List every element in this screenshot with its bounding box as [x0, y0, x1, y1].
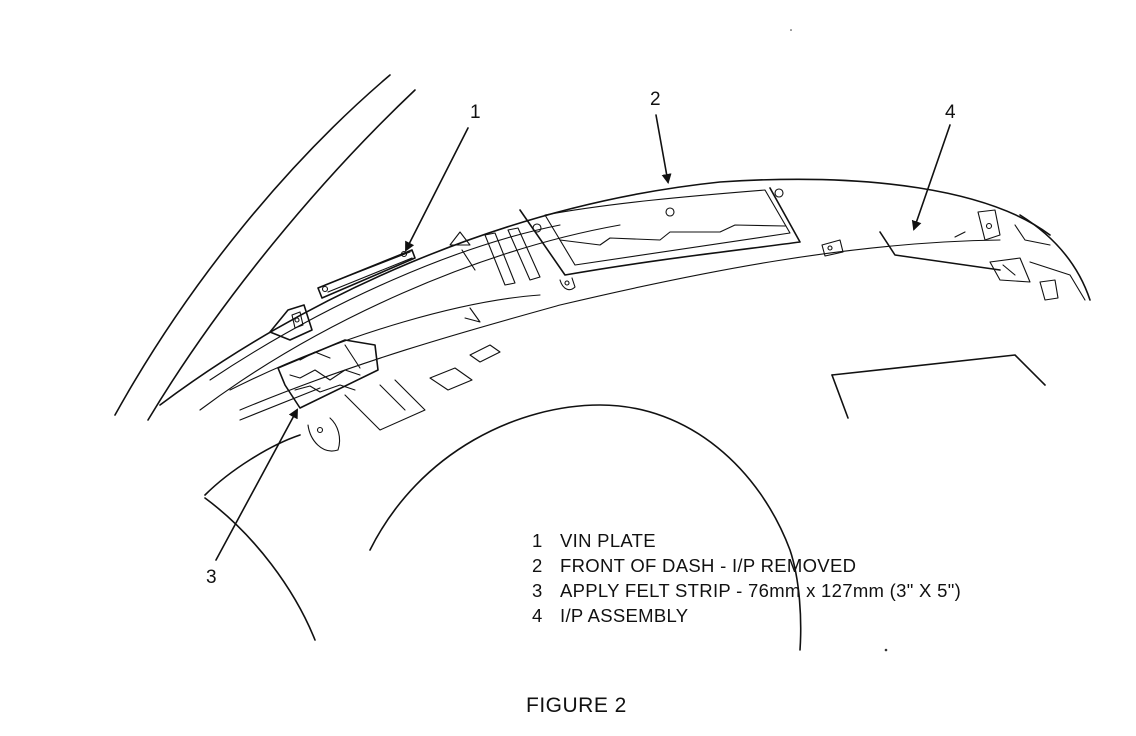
legend-item: 4 I/P ASSEMBLY: [532, 603, 961, 628]
legend-number: 3: [532, 580, 543, 601]
legend-text: VIN PLATE: [560, 530, 656, 551]
callout-4: 4: [945, 102, 956, 123]
legend-text: APPLY FELT STRIP - 76mm x 127mm (3" X 5"…: [560, 580, 962, 601]
legend-number: 1: [532, 530, 543, 551]
legend-text: FRONT OF DASH - I/P REMOVED: [560, 555, 857, 576]
legend-number: 2: [532, 555, 543, 576]
legend-item: 1 VIN PLATE: [532, 528, 961, 553]
callout-2: 2: [650, 89, 661, 110]
callout-1: 1: [470, 102, 481, 123]
leader-arrows: [215, 114, 951, 561]
felt-strip: [277, 339, 379, 409]
legend-item: 2 FRONT OF DASH - I/P REMOVED: [532, 553, 961, 578]
windshield-pillar: [114, 74, 416, 421]
vin-plate: [317, 249, 416, 299]
legend-number: 4: [532, 605, 543, 626]
lower-dash-pieces: [239, 307, 501, 452]
ip-assembly: [821, 209, 1086, 301]
steering-wheel-arc: [204, 354, 1046, 651]
dash-slots: [449, 227, 541, 286]
figure-caption: FIGURE 2: [526, 694, 627, 717]
legend-item: 3 APPLY FELT STRIP - 76mm x 127mm (3" X 5…: [532, 578, 961, 603]
callout-3: 3: [206, 567, 217, 588]
legend-text: I/P ASSEMBLY: [560, 605, 689, 626]
left-bracket: [269, 304, 313, 341]
dash-top-contour: [159, 178, 1091, 411]
front-of-dash-panel: [519, 187, 801, 291]
